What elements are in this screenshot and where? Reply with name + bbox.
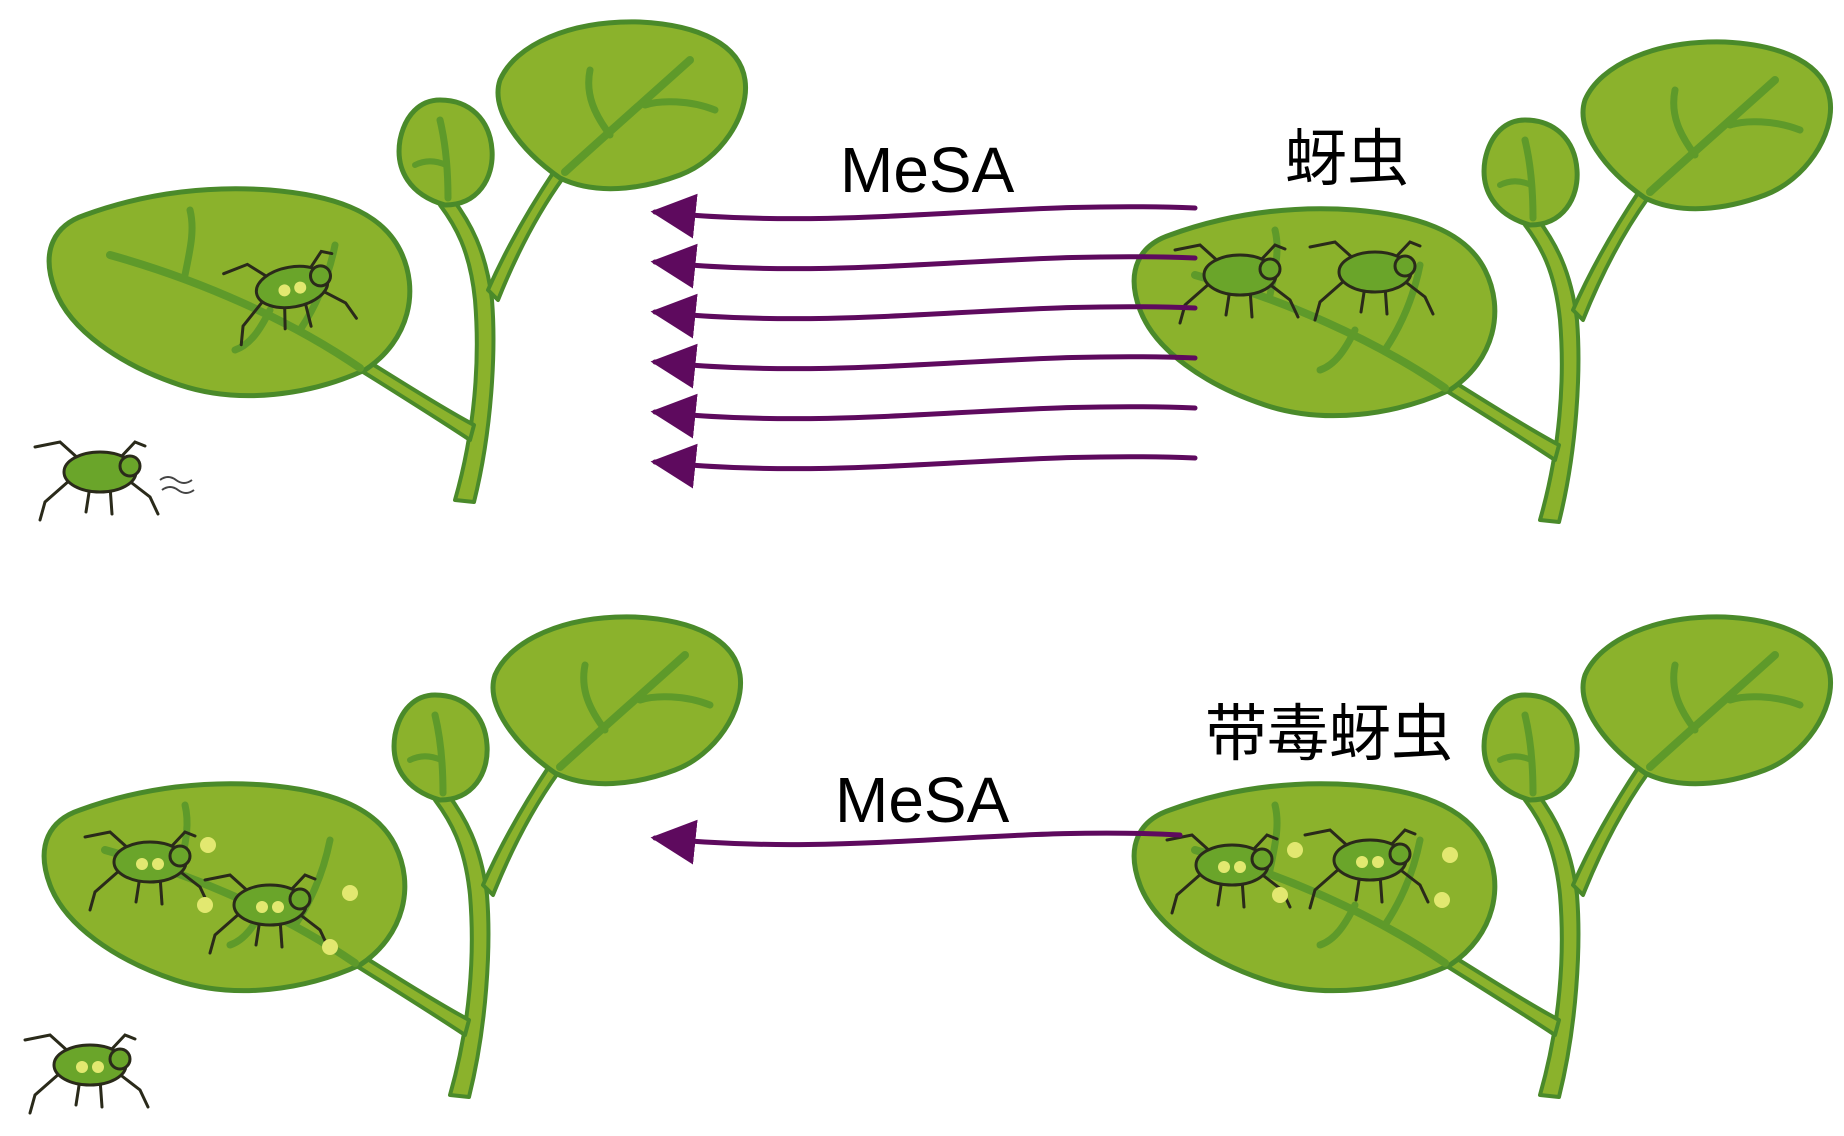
aphid-label-top: 蚜虫 [1285,122,1410,195]
virus-particles [197,837,1458,955]
motion-lines-icon [159,476,195,494]
aphid-bottom-walking [23,1033,150,1115]
signal-arrow-bottom [650,819,1183,865]
aphid-top-walking [33,440,160,522]
signal-label-top: MeSA [840,134,1015,206]
aphid-label-bottom: 带毒蚜虫 [1205,697,1454,770]
signal-arrows-top [650,193,1198,489]
signal-label-bottom: MeSA [835,764,1010,836]
plant-top-left [49,22,745,502]
